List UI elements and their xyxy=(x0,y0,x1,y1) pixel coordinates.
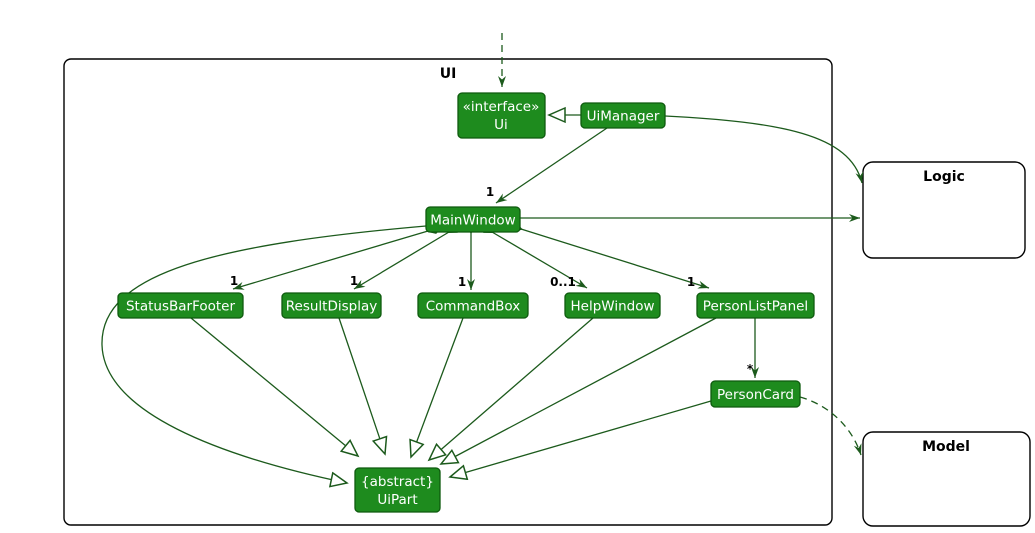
logic-component: Logic xyxy=(862,161,1026,259)
commandbox-name: CommandBox xyxy=(426,299,520,315)
edge-uimanager-to-mainwindow xyxy=(495,127,608,204)
personlistpanel-name: PersonListPanel xyxy=(703,299,808,315)
uipart-name: UiPart xyxy=(377,492,417,508)
helpwindow-name: HelpWindow xyxy=(570,299,654,315)
edge-commandbox-extends-uipart xyxy=(411,317,464,457)
edge-personcard-extends-uipart xyxy=(450,400,712,477)
edge-personlistpanel-extends-uipart xyxy=(441,317,717,464)
ui-frame xyxy=(63,58,833,526)
edge-helpwindow-extends-uipart xyxy=(429,317,594,460)
class-personlistpanel: PersonListPanel xyxy=(696,292,815,319)
edge-resultdisplay-extends-uipart xyxy=(338,317,385,454)
ui-interface-name: Ui xyxy=(494,117,508,133)
logic-label: Logic xyxy=(923,169,965,185)
edge-statusbarfooter-extends-uipart xyxy=(190,317,358,456)
edge-mainwindow-extends-uipart xyxy=(101,225,427,483)
ui-frame-label: UI xyxy=(440,66,457,82)
edge-personcard-to-model xyxy=(799,396,862,456)
class-statusbarfooter: StatusBarFooter xyxy=(117,292,244,319)
class-resultdisplay: ResultDisplay xyxy=(281,292,382,319)
edge-uimanager-to-logic xyxy=(664,115,864,184)
uimanager-name: UiManager xyxy=(587,109,660,125)
multiplicity-statusbarfooter: 1 xyxy=(230,274,238,288)
personcard-name: PersonCard xyxy=(717,387,794,403)
class-commandbox: CommandBox xyxy=(417,292,529,319)
model-component: Model xyxy=(862,431,1031,527)
class-helpwindow: HelpWindow xyxy=(564,292,661,319)
multiplicity-helpwindow: 0..1 xyxy=(550,275,576,289)
uipart-stereotype: {abstract} xyxy=(361,474,434,490)
model-label: Model xyxy=(922,439,970,455)
edge-mainwindow-personlistpanel xyxy=(521,229,710,289)
multiplicity-personcard: * xyxy=(747,362,754,376)
ui-interface-stereotype: «interface» xyxy=(463,99,540,115)
class-uipart: {abstract} UiPart xyxy=(354,467,441,513)
class-ui-interface: «interface» Ui xyxy=(457,92,546,139)
resultdisplay-name: ResultDisplay xyxy=(286,299,377,315)
multiplicity-resultdisplay: 1 xyxy=(350,274,358,288)
multiplicity-commandbox: 1 xyxy=(458,275,466,289)
class-mainwindow: MainWindow xyxy=(425,206,521,233)
multiplicity-mainwindow: 1 xyxy=(486,185,494,199)
edge-mainwindow-resultdisplay xyxy=(353,232,449,290)
class-uimanager: UiManager xyxy=(580,102,666,129)
multiplicity-personlistpanel: 1 xyxy=(687,275,695,289)
statusbarfooter-name: StatusBarFooter xyxy=(126,299,236,315)
mainwindow-name: MainWindow xyxy=(430,213,515,229)
class-personcard: PersonCard xyxy=(710,380,801,408)
edge-mainwindow-statusbarfooter xyxy=(232,231,428,289)
